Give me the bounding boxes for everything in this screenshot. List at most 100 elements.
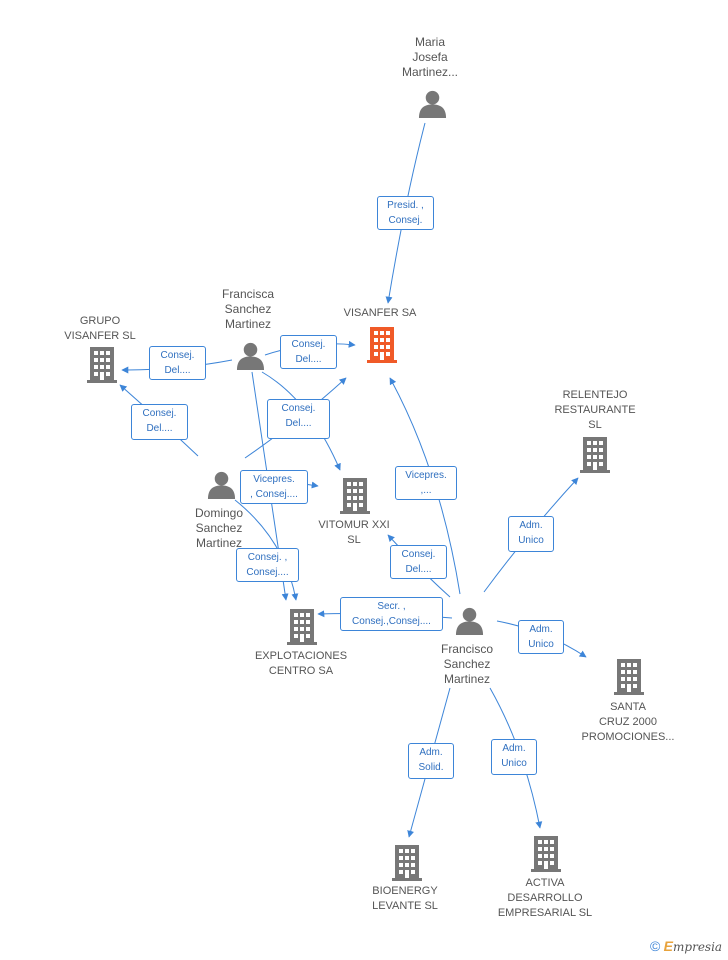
brand-name: mpresia (673, 940, 723, 954)
edge-label-francisca-vitomur[interactable]: Consej. Del.... (267, 399, 330, 439)
building-icon-vitomur[interactable] (340, 478, 370, 514)
label-line: VISANFER SA (343, 307, 417, 319)
building-icon-explotaciones[interactable] (287, 609, 317, 645)
person-icon-domingo[interactable] (207, 471, 236, 499)
building-icon-activa[interactable] (531, 836, 561, 872)
brand-initial: E (663, 938, 674, 954)
edge-label-line: Del.... (146, 423, 173, 434)
edge-label-line: Consej. (142, 408, 177, 419)
edge-label-line: Consej. (160, 350, 195, 361)
edge-label-line: Solid. (418, 762, 444, 773)
edge-label-francisco-relentejo[interactable]: Adm. Unico (508, 516, 554, 552)
edge-label-line: Adm. (419, 747, 443, 758)
label-line: ACTIVA (525, 877, 565, 889)
edge-label-line: Del.... (164, 365, 191, 376)
building-icon-santa[interactable] (614, 659, 644, 695)
label-line: DESARROLLO (507, 892, 583, 904)
label-line: GRUPO (79, 315, 121, 327)
node-label-relentejo[interactable]: RELENTEJO RESTAURANTE SL (540, 388, 650, 433)
edge-label-line: Presid. , (387, 200, 424, 211)
edge-label-line: Del.... (295, 354, 322, 365)
node-label-domingo[interactable]: Domingo Sanchez Martinez (174, 506, 264, 551)
node-label-explotaciones[interactable]: EXPLOTACIONES CENTRO SA (241, 649, 361, 679)
edge-label-line: Del.... (405, 564, 432, 575)
edge-label-francisco-vitomur[interactable]: Consej. Del.... (390, 545, 447, 579)
label-line: Josefa (412, 50, 448, 64)
edge-label-francisco-activa[interactable]: Adm. Unico (491, 739, 537, 775)
node-label-francisco[interactable]: Francisco Sanchez Martinez (422, 642, 512, 687)
building-icon-relentejo[interactable] (580, 437, 610, 473)
label-line: Francisca (221, 287, 274, 301)
edge-label-line: Adm. (529, 624, 553, 635)
edge-label-line: Consej. , (247, 552, 288, 563)
edge-label-line: Consej. (291, 339, 326, 350)
edge-label-domingo-vitomur[interactable]: Vicepres. , Consej.... (240, 470, 308, 504)
edge-label-line: Unico (528, 639, 554, 650)
edge-label-line: Vicepres. (253, 474, 295, 485)
edge-label-line: Consej. (388, 215, 423, 226)
edge-label-line: Consej. (401, 549, 436, 560)
edge-label-line: Consej.... (246, 567, 289, 578)
edge-label-domingo-explotaciones[interactable]: Consej. , Consej.... (236, 548, 299, 582)
node-label-bioenergy[interactable]: BIOENERGY LEVANTE SL (355, 884, 455, 914)
edge-label-domingo-grupo[interactable]: Consej. Del.... (131, 404, 188, 440)
edge-label-line: Del.... (285, 418, 312, 429)
label-line: PROMOCIONES... (581, 731, 675, 743)
node-label-santa[interactable]: SANTA CRUZ 2000 PROMOCIONES... (573, 700, 683, 745)
edge-domingo-explotaciones (234, 499, 299, 601)
label-line: VISANFER SL (64, 330, 136, 342)
brand-logo: © Empresia (650, 938, 722, 954)
edge-label-line: Consej. (281, 403, 316, 414)
node-label-grupo[interactable]: GRUPO VISANFER SL (50, 314, 150, 344)
edge-label-line: Unico (518, 535, 544, 546)
label-line: Martinez... (401, 65, 458, 79)
label-line: VITOMUR XXI (318, 519, 390, 531)
label-line: Francisco (440, 642, 493, 656)
copyright-icon: © (650, 938, 661, 954)
edge-label-francisca-visanfer[interactable]: Consej. Del.... (280, 335, 337, 369)
label-line: Martinez (443, 672, 490, 686)
building-icon-grupo[interactable] (87, 347, 117, 383)
label-line: SL (588, 419, 602, 431)
edge-label-line: ,... (420, 485, 432, 496)
label-line: Sanchez (224, 302, 272, 316)
edge-label-line: Unico (501, 758, 527, 769)
edge-label-francisco-explotaciones[interactable]: Secr. , Consej.,Consej.... (340, 597, 443, 631)
label-line: Martinez (195, 536, 242, 550)
node-label-activa[interactable]: ACTIVA DESARROLLO EMPRESARIAL SL (485, 876, 605, 921)
edge-label-francisco-visanfer[interactable]: Vicepres. ,... (395, 466, 457, 500)
label-line: Sanchez (443, 657, 491, 671)
node-label-visanfer[interactable]: VISANFER SA (325, 306, 435, 321)
label-line: SL (347, 534, 361, 546)
building-icon-bioenergy[interactable] (392, 845, 422, 881)
label-line: EMPRESARIAL SL (497, 907, 593, 919)
person-icon-francisco[interactable] (455, 607, 484, 635)
label-line: SANTA (610, 701, 646, 713)
label-line: CENTRO SA (268, 665, 334, 677)
node-label-vitomur[interactable]: VITOMUR XXI SL (304, 518, 404, 548)
node-label-maria[interactable]: Maria Josefa Martinez... (385, 35, 475, 80)
edge-label-line: Vicepres. (405, 470, 447, 481)
node-label-francisca[interactable]: Francisca Sanchez Martinez (203, 287, 293, 332)
label-line: LEVANTE SL (372, 900, 438, 912)
edge-label-maria-visanfer[interactable]: Presid. , Consej. (377, 196, 434, 230)
edge-label-line: Adm. (519, 520, 543, 531)
edge-label-francisca-grupo[interactable]: Consej. Del.... (149, 346, 206, 380)
label-line: CRUZ 2000 (598, 716, 658, 728)
person-icon-francisca[interactable] (236, 342, 265, 370)
person-icon-maria[interactable] (418, 90, 447, 118)
label-line: BIOENERGY (372, 885, 438, 897)
edge-label-line: Adm. (502, 743, 526, 754)
edge-label-line: Secr. , (377, 601, 406, 612)
label-line: RESTAURANTE (554, 404, 636, 416)
building-icon-visanfer[interactable] (367, 327, 397, 363)
label-line: EXPLOTACIONES (254, 650, 348, 662)
edge-label-francisco-bioenergy[interactable]: Adm. Solid. (408, 743, 454, 779)
label-line: Maria (414, 35, 445, 49)
label-line: RELENTEJO (562, 389, 628, 401)
label-line: Domingo (194, 506, 244, 520)
edge-label-line: , Consej.... (250, 489, 298, 500)
edge-label-francisco-santa[interactable]: Adm. Unico (518, 620, 564, 654)
label-line: Martinez (224, 317, 271, 331)
